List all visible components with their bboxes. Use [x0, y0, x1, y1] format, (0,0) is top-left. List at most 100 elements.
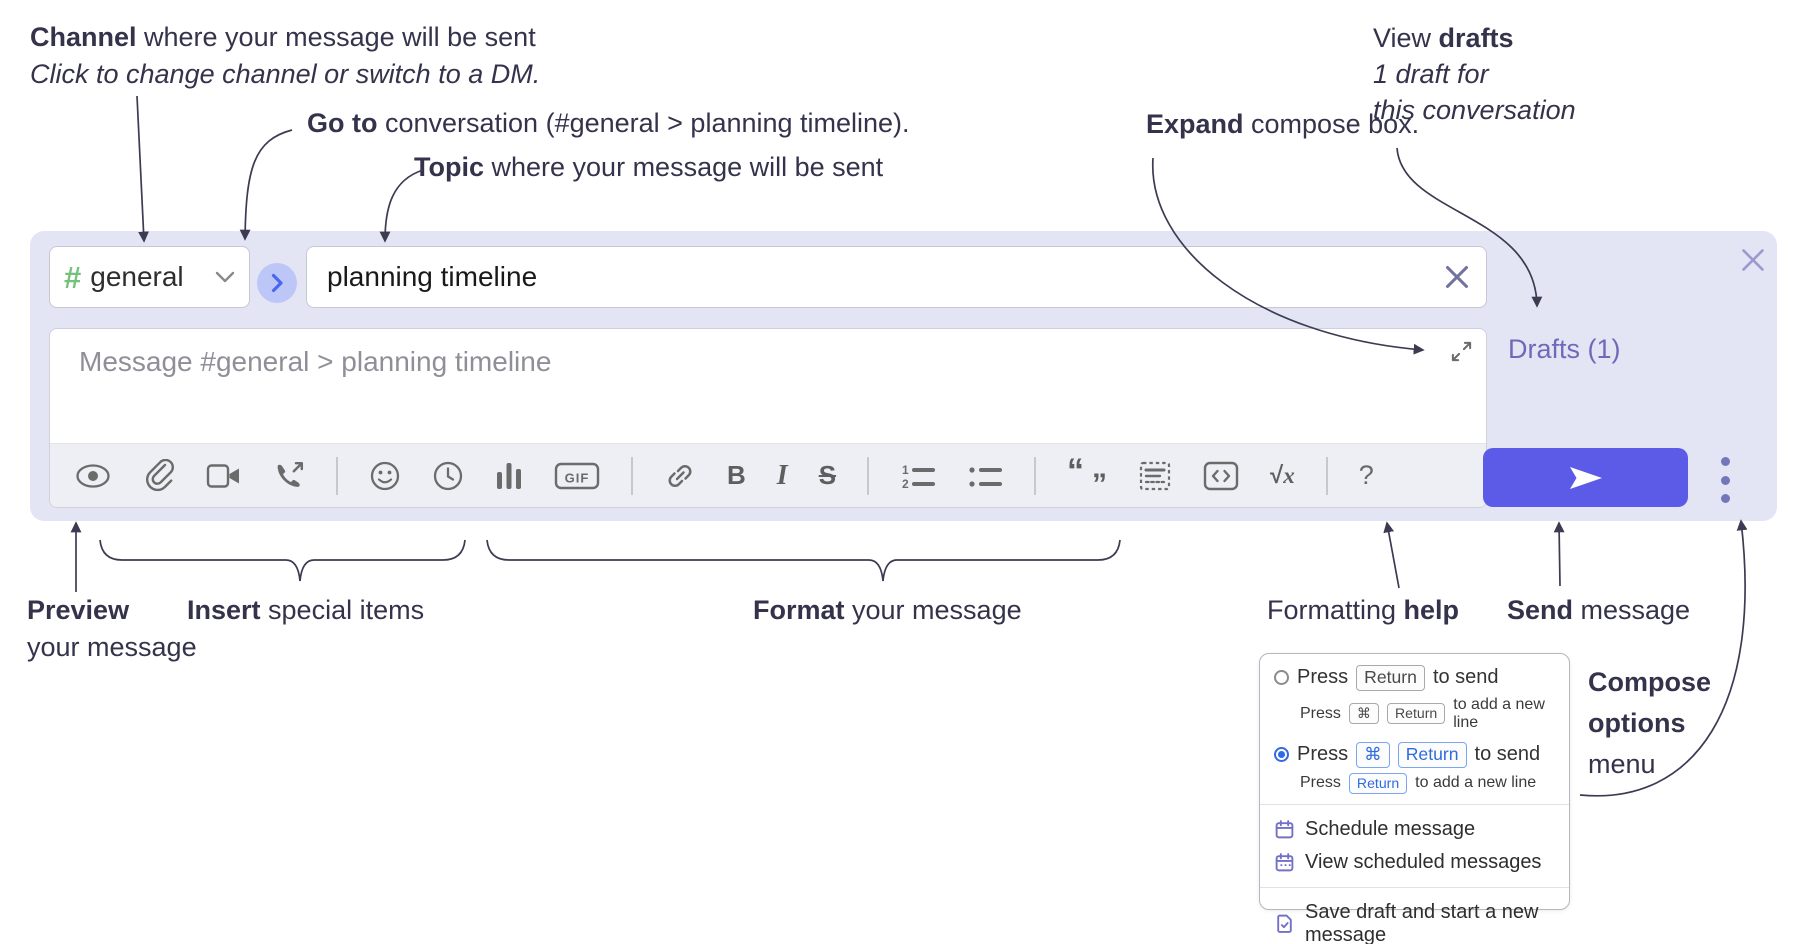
drafts-annotation-line2: 1 draft for [1373, 59, 1489, 89]
insert-annotation-bold: Insert [187, 595, 261, 625]
preview-annotation: Preview your message [27, 592, 197, 666]
time-icon[interactable] [432, 455, 464, 497]
channel-selector[interactable]: # general [49, 246, 250, 308]
voice-call-icon[interactable] [273, 455, 305, 497]
channel-hash-icon: # [64, 259, 82, 295]
expand-annotation: Expand compose box. [1146, 106, 1419, 143]
drafts-link[interactable]: Drafts (1) [1508, 334, 1621, 364]
poll-icon[interactable] [495, 455, 523, 497]
quote-icon[interactable]: “ ” [1067, 451, 1108, 501]
insert-annotation: Insert special items [187, 592, 424, 629]
enter-sends-option[interactable]: Press Return to send [1260, 665, 1569, 691]
video-call-icon[interactable] [206, 455, 242, 497]
clear-topic-icon[interactable] [1444, 264, 1470, 290]
draft-file-icon [1274, 913, 1295, 934]
chevron-down-icon [215, 271, 235, 282]
formatting-help-annotation-pre: Formatting [1267, 595, 1404, 625]
return-key: Return [1348, 772, 1408, 794]
bold-icon[interactable]: B [727, 460, 746, 490]
preview-annotation-bold: Preview [27, 595, 130, 625]
svg-text:GIF: GIF [565, 470, 590, 485]
compose-options-annotation-line1: Compose [1588, 667, 1712, 697]
insert-annotation-text: special items [260, 595, 425, 625]
expand-annotation-bold: Expand [1146, 109, 1244, 139]
insert-brace [99, 539, 466, 582]
format-annotation-text: your message [844, 595, 1022, 625]
send-icon [1569, 466, 1602, 489]
message-box[interactable]: Message #general > planning timeline [49, 328, 1487, 508]
compose-box: # general Message #general > planning ti… [30, 231, 1777, 521]
emoji-icon[interactable] [369, 455, 401, 497]
cmd-key: ⌘ [1356, 741, 1390, 768]
cmd-enter-sends-option[interactable]: Press ⌘ Return to send [1260, 741, 1569, 768]
svg-text:1: 1 [902, 463, 909, 477]
message-formatting-help-icon[interactable]: ? [1358, 460, 1374, 490]
italic-icon[interactable]: I [776, 459, 788, 491]
strikethrough-icon[interactable]: S [818, 460, 837, 490]
goto-annotation: Go to conversation (#general > planning … [307, 105, 910, 142]
channel-annotation: Channel where your message will be sent … [30, 19, 540, 93]
radio-unselected-icon[interactable] [1274, 670, 1289, 686]
attach-file-icon[interactable] [143, 455, 175, 497]
topic-input[interactable] [307, 261, 1444, 293]
formatting-help-annotation: Formatting help [1267, 592, 1459, 629]
chevron-right-icon [271, 273, 283, 293]
code-icon[interactable] [1203, 455, 1239, 497]
channel-annotation-text: where your message will be sent [136, 22, 536, 52]
return-key: Return [1386, 703, 1446, 725]
topic-input-wrapper [306, 246, 1487, 308]
return-key: Return [1356, 665, 1425, 691]
toolbar-divider [1034, 456, 1037, 495]
preview-icon[interactable] [74, 455, 112, 497]
goto-annotation-text: conversation (#general > planning timeli… [377, 108, 910, 138]
toolbar-divider [1325, 456, 1328, 495]
channel-annotation-bold: Channel [30, 22, 137, 52]
toolbar-divider [336, 456, 338, 495]
drafts-annotation-pre: View [1373, 23, 1439, 53]
go-to-conversation-button[interactable] [257, 263, 297, 303]
link-icon[interactable] [664, 455, 696, 497]
radio-selected-icon[interactable] [1274, 747, 1289, 763]
calendar-icon [1274, 852, 1295, 873]
topic-annotation: Topic where your message will be sent [414, 149, 883, 186]
format-annotation: Format your message [753, 592, 1022, 629]
compose-options-annotation: Compose options menu [1588, 662, 1711, 785]
send-connector [1553, 521, 1565, 587]
message-placeholder: Message #general > planning timeline [79, 346, 552, 377]
topic-annotation-bold: Topic [414, 152, 484, 182]
expand-annotation-text: compose box. [1243, 109, 1420, 139]
goto-connector [239, 129, 293, 241]
spoiler-icon[interactable] [1138, 455, 1172, 497]
formatting-help-annotation-bold: help [1403, 595, 1460, 625]
gif-icon[interactable]: GIF [554, 455, 600, 497]
expand-compose-icon[interactable] [1450, 340, 1473, 368]
close-compose-icon[interactable] [1740, 247, 1766, 278]
send-annotation-text: message [1573, 595, 1691, 625]
enter-sends-option-subtext: Press ⌘ Return to add a new line [1300, 695, 1545, 731]
channel-annotation-line2: Click to change channel or switch to a D… [30, 59, 541, 89]
bulleted-list-icon[interactable] [967, 455, 1003, 497]
channel-name: general [90, 261, 184, 292]
save-draft-item[interactable]: Save draft and start a new message [1260, 896, 1569, 944]
compose-options-menu-icon[interactable] [1711, 457, 1739, 503]
svg-text:2: 2 [902, 477, 909, 491]
format-brace [486, 539, 1121, 582]
math-icon[interactable]: √x [1270, 461, 1295, 489]
compose-options-popup: Press Return to send Press ⌘ Return to a… [1259, 653, 1570, 944]
cmd-enter-sends-option-subtext: Press Return to add a new line [1260, 772, 1569, 794]
formatting-help-connector [1383, 521, 1400, 589]
cmd-key: ⌘ [1348, 703, 1379, 725]
calendar-icon [1274, 819, 1295, 840]
send-button[interactable] [1483, 448, 1688, 507]
schedule-message-item[interactable]: Schedule message [1260, 813, 1569, 846]
view-scheduled-messages-item[interactable]: View scheduled messages [1260, 846, 1569, 879]
compose-options-annotation-line2: options [1588, 708, 1686, 738]
send-annotation: Send message [1507, 592, 1690, 629]
topic-annotation-text: where your message will be sent [484, 152, 884, 182]
preview-annotation-line2: your message [27, 632, 197, 662]
goto-annotation-bold: Go to [307, 108, 378, 138]
return-key: Return [1397, 741, 1467, 768]
